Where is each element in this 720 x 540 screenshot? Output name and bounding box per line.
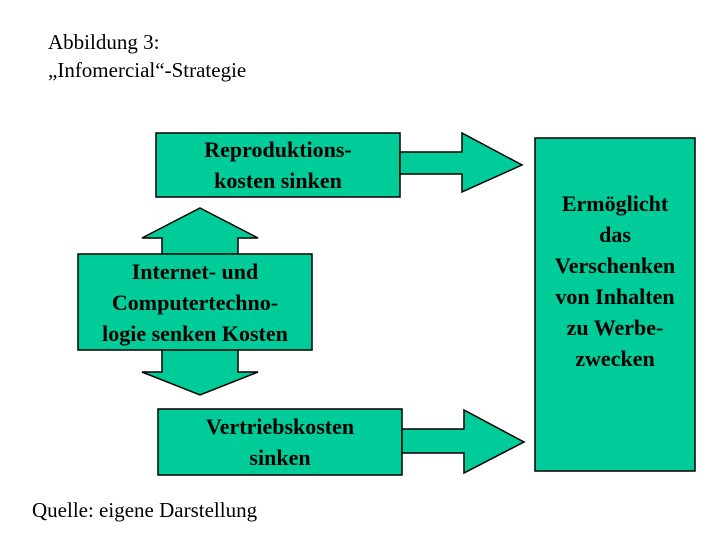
internet-line-3: logie senken Kosten <box>102 320 288 346</box>
reproduction-box-text: Reproduktions- kosten sinken <box>156 133 400 197</box>
internet-box <box>77 253 313 351</box>
distribution-line-1: Vertriebskosten <box>205 414 355 439</box>
result-line-3: Verschenken <box>554 253 676 278</box>
result-line-5: zu Werbe- <box>566 315 664 340</box>
source-note: Quelle: eigene Darstellung <box>32 498 258 522</box>
figure-title: „Infomercial“-Strategie <box>48 58 247 82</box>
internet-line-1: Internet- und <box>131 258 259 284</box>
figure-number: Abbildung 3: <box>48 30 160 54</box>
result-box <box>534 137 696 472</box>
result-line-6: zwecken <box>575 346 655 371</box>
reproduction-line-1: Reproduktions- <box>204 137 352 162</box>
reproduction-box <box>155 132 401 198</box>
internet-box-text: Internet- und Computertechno- logie senk… <box>78 254 312 350</box>
internet-line-2: Computertechno- <box>111 289 279 315</box>
result-line-2: das <box>599 222 631 247</box>
distribution-line-2: sinken <box>249 445 311 470</box>
result-line-4: von Inhalten <box>555 284 675 309</box>
reproduction-line-2: kosten sinken <box>214 168 342 193</box>
arrow-right-bottom <box>401 408 526 475</box>
arrow-right-top <box>399 131 524 194</box>
result-box-text: Ermöglicht das Verschenken von Inhalten … <box>535 187 695 375</box>
result-line-1: Ermöglicht <box>561 191 669 216</box>
distribution-box <box>157 408 403 476</box>
distribution-box-text: Vertriebskosten sinken <box>158 409 402 475</box>
